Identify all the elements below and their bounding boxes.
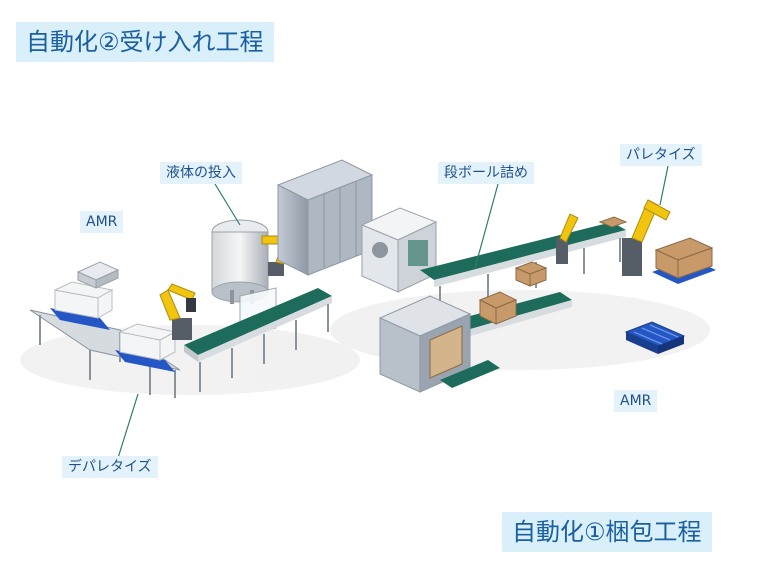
leader-lines [117,165,669,459]
palletize-station [622,199,716,284]
label-liquid-input: 液体の投入 [160,162,242,184]
label-amr-right: AMR [614,390,658,412]
process-cabinet [276,159,374,276]
leader-depalletize [117,393,139,459]
label-palletize: パレタイズ [620,144,702,166]
leader-liquid-input [214,183,241,226]
carton-packing-machine [360,207,438,293]
title-receiving-process: 自動化②受け入れ工程 [16,22,274,62]
label-depalletize: デパレタイズ [62,456,158,478]
amr-right-robot [624,321,686,354]
packing-conveyor [420,213,628,312]
amr-left-robot [76,261,120,289]
depalletize-robot-arm [159,283,196,340]
center-conveyor [184,288,332,392]
label-carton-packing: 段ボール詰め [438,162,534,184]
label-amr-left: AMR [80,211,124,233]
leader-carton-packing [474,183,499,269]
lower-conveyor [455,291,572,337]
leader-palletize [659,165,669,206]
depalletize-station [29,281,196,398]
box-forming-machine [378,295,500,393]
title-packing-process: 自動化①梱包工程 [502,512,712,552]
